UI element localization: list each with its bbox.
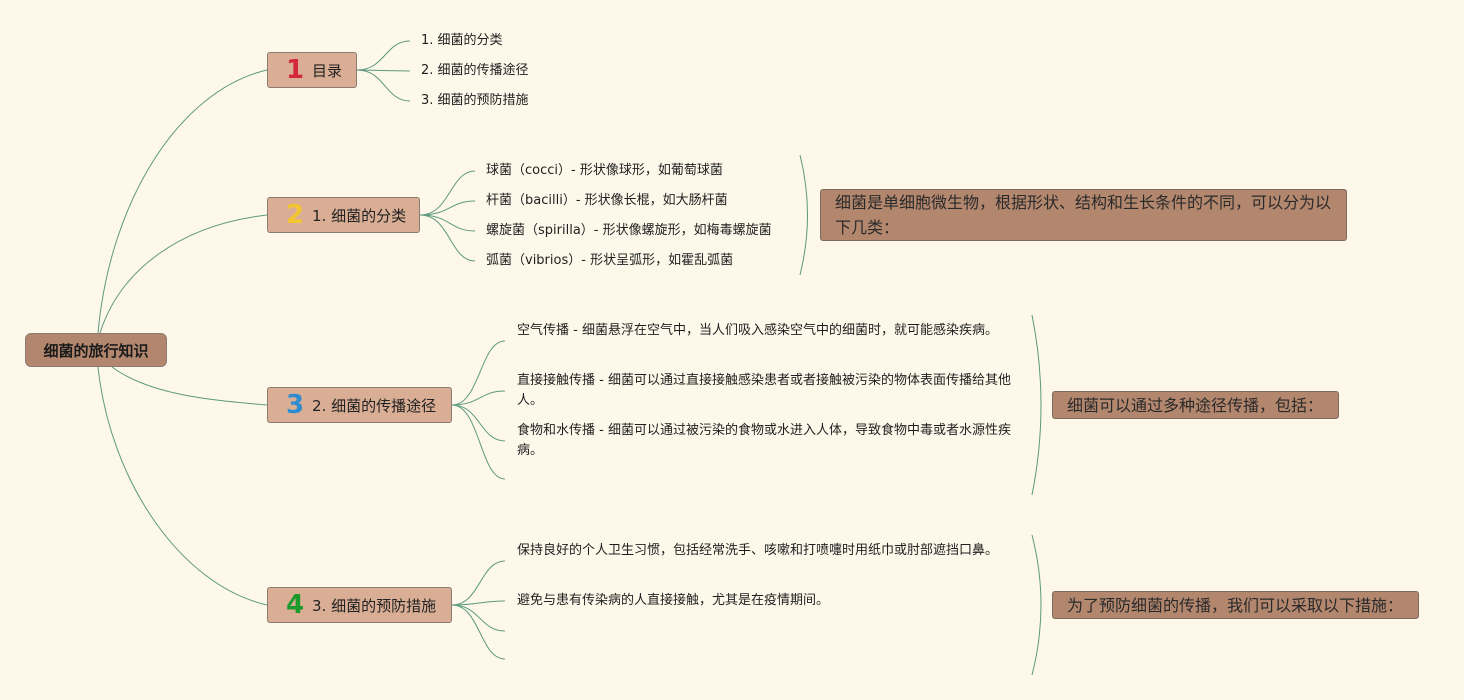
branch-classification[interactable]: 2 1. 细菌的分类 — [267, 197, 420, 233]
list-item[interactable]: 1. 细菌的分类 — [421, 33, 503, 48]
branch-label: 2. 细菌的传播途径 — [312, 396, 437, 415]
list-item[interactable]: 2. 细菌的传播途径 — [421, 63, 529, 78]
list-item[interactable]: 杆菌（bacilli）- 形状像长棍，如大肠杆菌 — [486, 193, 728, 208]
list-item[interactable]: 直接接触传播 - 细菌可以通过直接接触感染患者或者接触被污染的物体表面传播给其他… — [517, 373, 1011, 408]
branch-contents[interactable]: 1 目录 — [267, 52, 357, 88]
branch-transmission[interactable]: 3 2. 细菌的传播途径 — [267, 387, 452, 423]
list-item[interactable]: 避免与患有传染病的人直接接触，尤其是在疫情期间。 — [517, 593, 830, 608]
summary-text: 细菌是单细胞微生物，根据形状、结构和生长条件的不同，可以分为以下几类： — [835, 193, 1332, 237]
list-item[interactable]: 弧菌（vibrios）- 形状呈弧形，如霍乱弧菌 — [486, 253, 734, 268]
number-3-icon: 3 — [285, 390, 305, 420]
list-item[interactable]: 球菌（cocci）- 形状像球形，如葡萄球菌 — [486, 163, 723, 178]
branch-label: 3. 细菌的预防措施 — [312, 596, 437, 615]
branch-label: 目录 — [312, 61, 343, 80]
branch-label: 1. 细菌的分类 — [312, 206, 407, 225]
summary-callout[interactable]: 为了预防细菌的传播，我们可以采取以下措施： — [1052, 591, 1419, 619]
number-1-icon: 1 — [285, 55, 305, 85]
summary-text: 为了预防细菌的传播，我们可以采取以下措施： — [1067, 595, 1404, 615]
list-item[interactable]: 螺旋菌（spirilla）- 形状像螺旋形，如梅毒螺旋菌 — [486, 223, 772, 238]
list-item[interactable]: 食物和水传播 - 细菌可以通过被污染的食物或水进入人体，导致食物中毒或者水源性疾… — [517, 423, 1011, 458]
list-item[interactable]: 3. 细菌的预防措施 — [421, 93, 529, 108]
summary-text: 细菌可以通过多种途径传播，包括： — [1067, 395, 1324, 415]
number-4-icon: 4 — [285, 590, 305, 620]
summary-callout[interactable]: 细菌可以通过多种途径传播，包括： — [1052, 391, 1339, 419]
root-topic-label: 细菌的旅行知识 — [43, 341, 149, 360]
list-item[interactable]: 空气传播 - 细菌悬浮在空气中，当人们吸入感染空气中的细菌时，就可能感染疾病。 — [517, 323, 998, 338]
summary-callout[interactable]: 细菌是单细胞微生物，根据形状、结构和生长条件的不同，可以分为以下几类： — [820, 189, 1347, 241]
root-topic[interactable]: 细菌的旅行知识 — [25, 333, 167, 367]
branch-prevention[interactable]: 4 3. 细菌的预防措施 — [267, 587, 452, 623]
list-item[interactable]: 保持良好的个人卫生习惯，包括经常洗手、咳嗽和打喷嚏时用纸巾或肘部遮挡口鼻。 — [517, 543, 999, 558]
number-2-icon: 2 — [285, 200, 305, 230]
